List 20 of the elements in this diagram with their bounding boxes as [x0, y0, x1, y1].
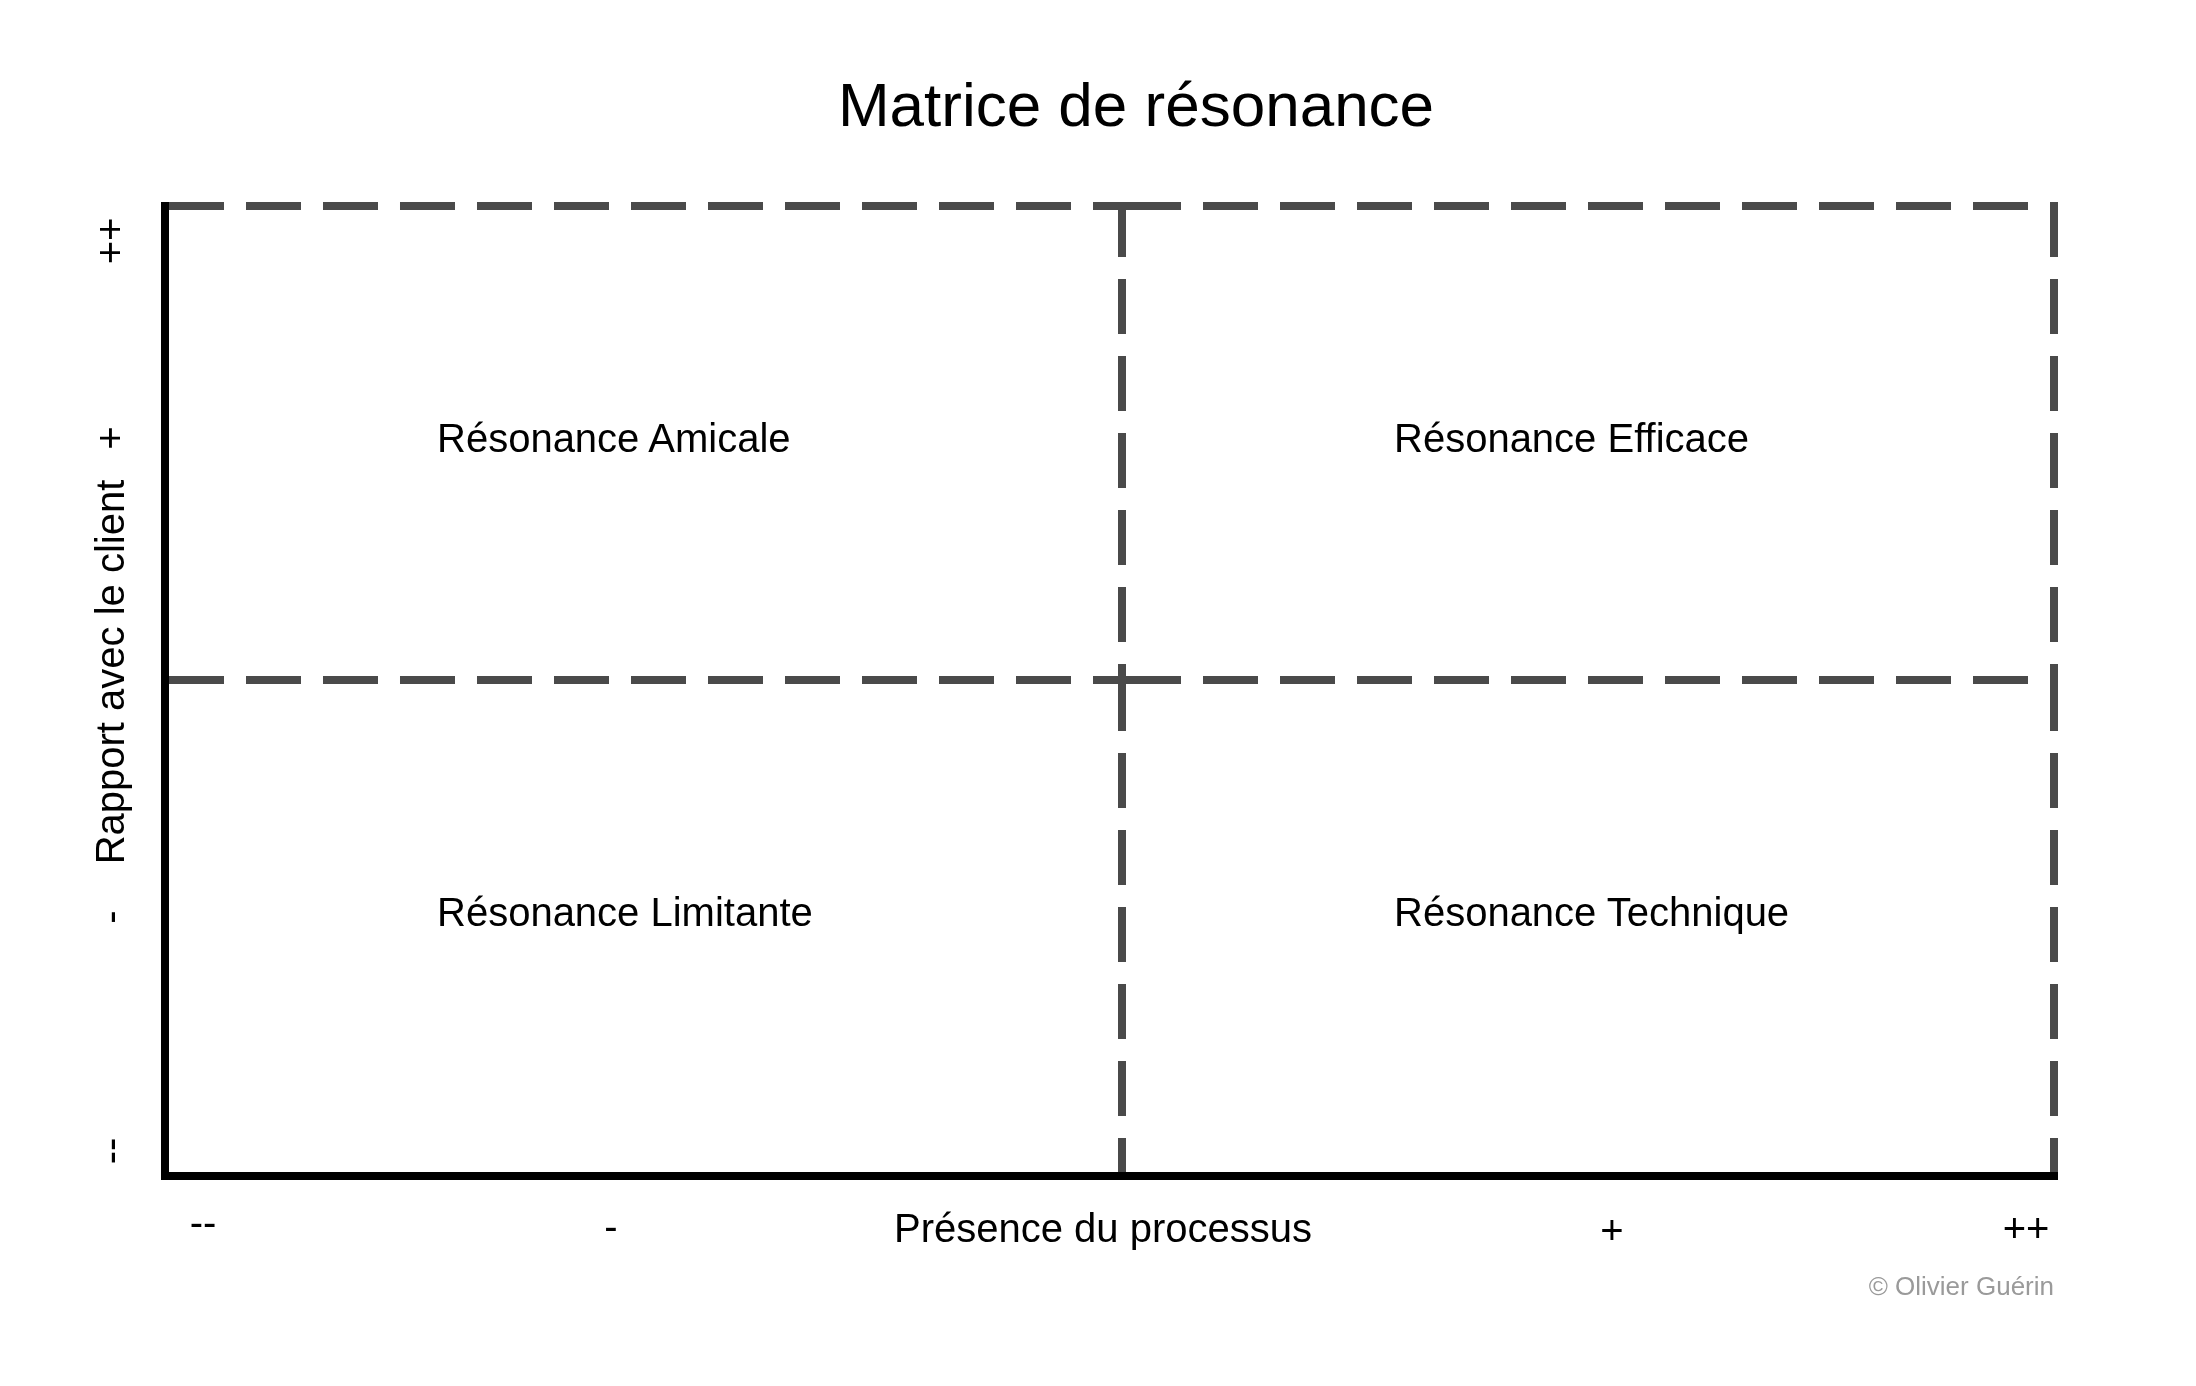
axis-tick-label: -- [189, 1202, 217, 1242]
quadrant [169, 676, 1126, 1172]
quadrant [1126, 676, 2058, 1172]
axis-title: Présence du processus [894, 1208, 1312, 1248]
axis-tick-label: ++ [90, 217, 130, 265]
quadrant-label: Résonance Technique [1394, 892, 1790, 932]
axis-tick-label: + [90, 426, 130, 450]
axis-title: Rapport avec le client [90, 479, 130, 865]
axis-tick-label: + [1600, 1210, 1624, 1250]
quadrant [169, 202, 1126, 676]
quadrant-label: Résonance Limitante [437, 892, 813, 932]
copyright-note: © Olivier Guérin [1868, 1273, 2054, 1299]
axis-tick-label: - [90, 910, 130, 924]
quadrant-label: Résonance Amicale [437, 418, 791, 458]
axis-tick-label: -- [90, 1137, 130, 1165]
axis-tick-label: ++ [2002, 1208, 2050, 1248]
diagram-title: Matrice de résonance [837, 74, 1435, 136]
axis-tick-label: - [604, 1206, 618, 1246]
quadrant-label: Résonance Efficace [1394, 418, 1750, 458]
quadrant [1126, 202, 2058, 676]
